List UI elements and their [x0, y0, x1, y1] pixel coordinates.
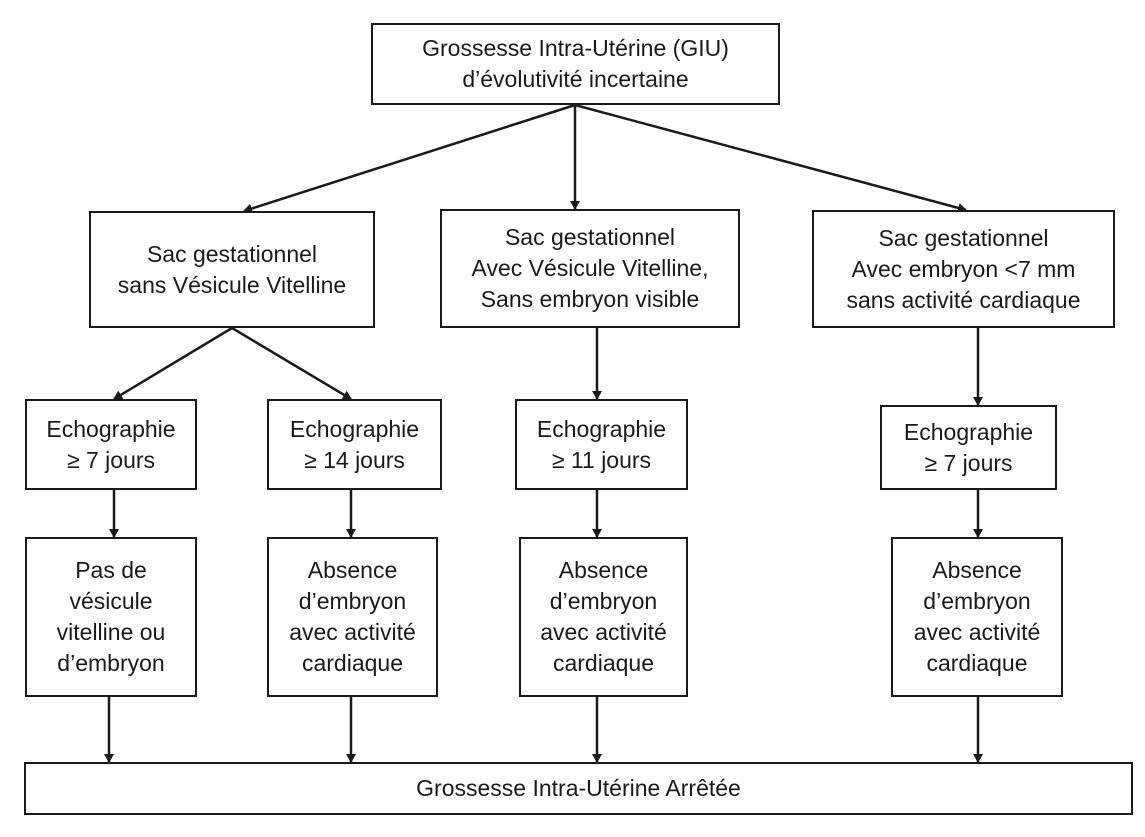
final-label: Grossesse Intra-Utérine Arrêtée — [416, 775, 741, 801]
result-b-line-1: Absence — [307, 557, 398, 583]
root-line-2: d’évolutivité incertaine — [462, 66, 689, 92]
arrow-root-to-sac-sans-vv — [243, 103, 576, 214]
sac-sans-vv-line-2: sans Vésicule Vitelline — [117, 271, 347, 298]
node-echo-7-jours-b: Echographie ≥ 7 jours — [880, 405, 1057, 490]
result-a-line-3: vitelline ou — [56, 619, 166, 645]
sac-avec-vv-line-2: Avec Vésicule Vitelline, — [471, 255, 709, 281]
echo-11-line-1: Echographie — [536, 415, 667, 442]
node-echo-14-jours: Echographie ≥ 14 jours — [267, 399, 442, 490]
node-result-absence-embryon-d: Absence d’embryon avec activité cardiaqu… — [891, 537, 1063, 697]
node-result-absence-embryon-c: Absence d’embryon avec activité cardiaqu… — [519, 537, 688, 697]
node-result-pas-de-vesicule: Pas de vésicule vitelline ou d’embryon — [25, 537, 197, 697]
arrow-sac-sans-vv-to-echo-14 — [231, 326, 352, 401]
echo-7a-line-2: ≥ 7 jours — [66, 446, 156, 473]
sac-embryon-line-3: sans activité cardiaque — [846, 286, 1081, 313]
echo-14-line-1: Echographie — [289, 415, 420, 442]
sac-embryon-line-2: Avec embryon <7 mm — [851, 255, 1076, 282]
result-b-line-4: cardiaque — [301, 650, 404, 676]
node-echo-11-jours: Echographie ≥ 11 jours — [515, 399, 688, 490]
sac-sans-vv-line-1: Sac gestationnel — [146, 240, 318, 267]
sac-avec-vv-line-3: Sans embryon visible — [480, 286, 700, 312]
node-sac-sans-vesicule: Sac gestationnel sans Vésicule Vitelline — [89, 211, 375, 328]
node-final-grossesse-arretee: Grossesse Intra-Utérine Arrêtée — [24, 762, 1133, 815]
result-c-line-3: avec activité — [540, 619, 667, 645]
node-sac-avec-vesicule: Sac gestationnel Avec Vésicule Vitelline… — [440, 209, 740, 328]
result-c-line-2: d’embryon — [549, 588, 658, 614]
result-a-line-2: vésicule — [69, 588, 153, 614]
arrow-root-to-sac-embryon — [574, 103, 967, 213]
result-d-line-2: d’embryon — [923, 588, 1031, 614]
result-c-line-1: Absence — [558, 557, 649, 583]
node-result-absence-embryon-b: Absence d’embryon avec activité cardiaqu… — [267, 537, 438, 697]
result-d-line-4: cardiaque — [926, 650, 1028, 676]
echo-7b-line-1: Echographie — [903, 418, 1034, 445]
sac-embryon-line-1: Sac gestationnel — [878, 224, 1049, 251]
result-a-line-1: Pas de — [75, 557, 147, 583]
node-echo-7-jours-a: Echographie ≥ 7 jours — [25, 399, 197, 490]
result-c-line-4: cardiaque — [552, 650, 655, 676]
result-b-line-3: avec activité — [289, 619, 416, 645]
node-sac-avec-embryon: Sac gestationnel Avec embryon <7 mm sans… — [812, 210, 1115, 328]
echo-7b-line-2: ≥ 7 jours — [924, 449, 1013, 476]
result-d-line-1: Absence — [932, 557, 1022, 583]
echo-7a-line-1: Echographie — [46, 415, 176, 442]
root-line-1: Grossesse Intra-Utérine (GIU) — [422, 35, 729, 61]
echo-11-line-2: ≥ 11 jours — [551, 446, 652, 473]
root-node: Grossesse Intra-Utérine (GIU) d’évolutiv… — [371, 23, 780, 105]
result-b-line-2: d’embryon — [298, 588, 407, 614]
sac-avec-vv-line-1: Sac gestationnel — [504, 224, 676, 250]
arrow-sac-sans-vv-to-echo-7a — [113, 326, 233, 401]
echo-14-line-2: ≥ 14 jours — [304, 446, 405, 473]
result-a-line-4: d’embryon — [57, 650, 165, 676]
result-d-line-3: avec activité — [913, 619, 1041, 645]
